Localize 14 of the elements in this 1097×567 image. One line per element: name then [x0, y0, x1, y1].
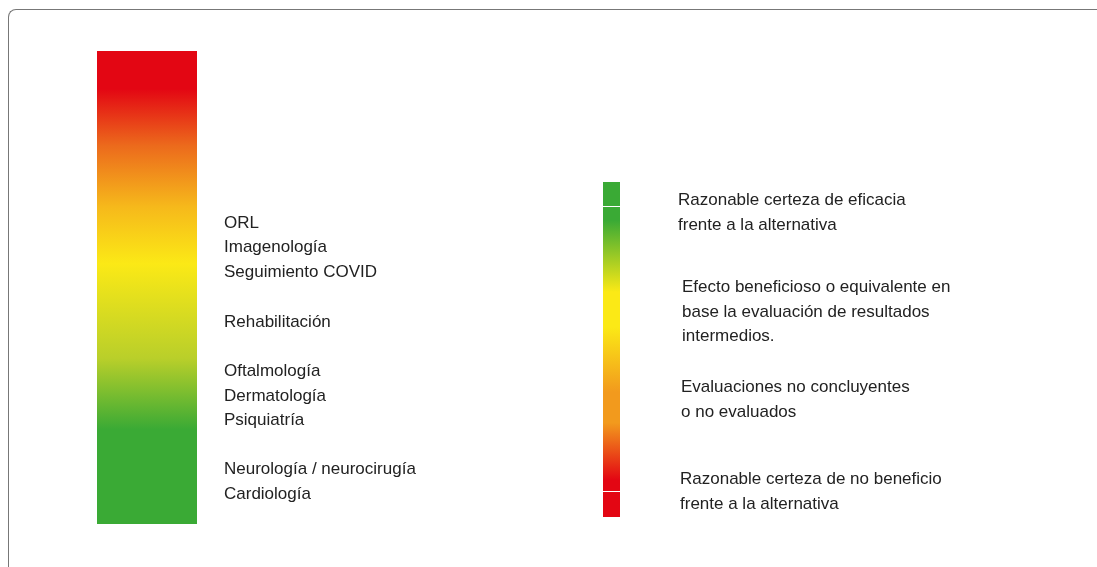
legend-label: Efecto beneficioso o equivalente en base la evaluación de resultados intermedios. [682, 276, 952, 347]
legend-label: Evaluaciones no concluyentes o no evaluados [681, 376, 911, 423]
legend-label: Razonable certeza de no beneficio frente a la alternativa [680, 468, 943, 515]
category-label: Cardiología [224, 483, 311, 505]
color-scale-bar [97, 51, 197, 524]
category-label: Seguimiento COVID [224, 261, 378, 283]
category-label: Dermatología [224, 385, 327, 407]
category-label: Neurología / neurocirugía [224, 458, 416, 480]
legend-label: Razonable certeza de eficacia frente a la alternativa [678, 189, 907, 236]
category-label: Oftalmología [224, 360, 321, 382]
category-label: Imagenología [224, 236, 328, 258]
category-label: Psiquiatría [224, 409, 305, 431]
category-label: Rehabilitación [224, 311, 331, 333]
category-label: ORL [224, 212, 259, 234]
